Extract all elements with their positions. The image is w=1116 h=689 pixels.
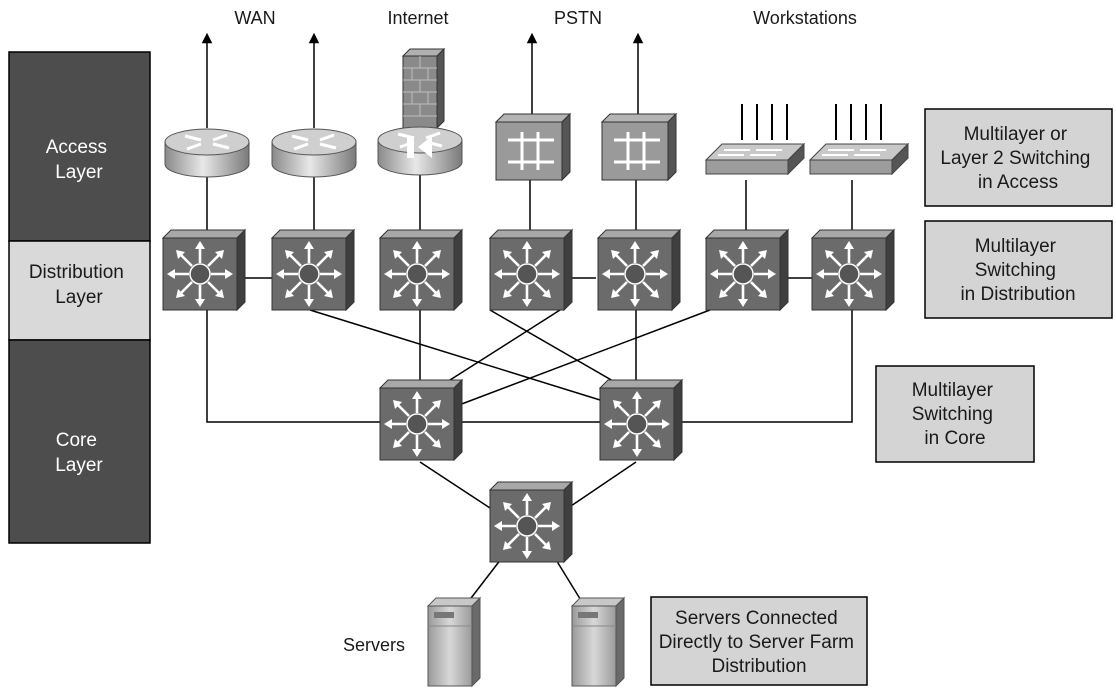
multilayer-switch-icon (270, 228, 356, 312)
core-layer-label: Core Layer (55, 430, 103, 476)
workstation-links (741, 104, 882, 140)
access-layer-block (8, 51, 151, 242)
internet-label: Internet (387, 8, 448, 28)
svg-text:Multilayer Switching: Multilayer Switching in Core (912, 380, 999, 449)
workgroup-switch-icon (809, 143, 909, 175)
distribution-layer-label: Distribution Layer (29, 262, 129, 308)
router-icon (163, 127, 251, 179)
svg-text:Servers Connected Direct: Servers Connected Directly to Server Far… (659, 608, 860, 677)
servers-note: Servers Connected Directly to Server Far… (650, 596, 868, 686)
core-note: Multilayer Switching in Core (875, 365, 1035, 463)
distribution-layer-block (8, 240, 151, 341)
layer-bar: Access Layer Distribution Layer Core Lay… (8, 51, 151, 544)
pstn-label: PSTN (554, 8, 602, 28)
uplink-arrows (201, 32, 644, 128)
multilayer-switch-icon (598, 378, 684, 462)
voice-gateway-icon (600, 112, 678, 182)
wan-label: WAN (234, 8, 275, 28)
multilayer-switch-icon (704, 228, 790, 312)
access-note: Multilayer or Layer 2 Switching in Acces… (924, 108, 1113, 207)
multilayer-switch-icon (488, 228, 574, 312)
svg-text:Multilayer Switching: Multilayer Switching in Distribution (960, 236, 1075, 305)
core-layer-block (8, 339, 151, 544)
router-icon (270, 127, 358, 179)
firewall-router-icon (376, 47, 464, 177)
access-distribution-links (206, 170, 853, 232)
svg-text:Multilayer or Layer 2 Sw: Multilayer or Layer 2 Switching in Acces… (940, 124, 1095, 193)
server-icon (427, 597, 481, 687)
workgroup-switch-icon (705, 143, 805, 175)
server-icon (571, 597, 625, 687)
access-layer-label: Access Layer (46, 137, 113, 183)
servers-label: Servers (343, 635, 405, 655)
multilayer-switch-icon (596, 228, 682, 312)
multilayer-switch-icon (378, 378, 464, 462)
multilayer-switch-icon (810, 228, 896, 312)
distribution-note: Multilayer Switching in Distribution (924, 220, 1113, 319)
distribution-core-links (206, 309, 853, 423)
multilayer-switch-icon (161, 228, 247, 312)
multilayer-switch-icon (488, 480, 574, 564)
multilayer-switch-icon (378, 228, 464, 312)
workstations-label: Workstations (753, 8, 857, 28)
voice-gateway-icon (494, 112, 572, 182)
